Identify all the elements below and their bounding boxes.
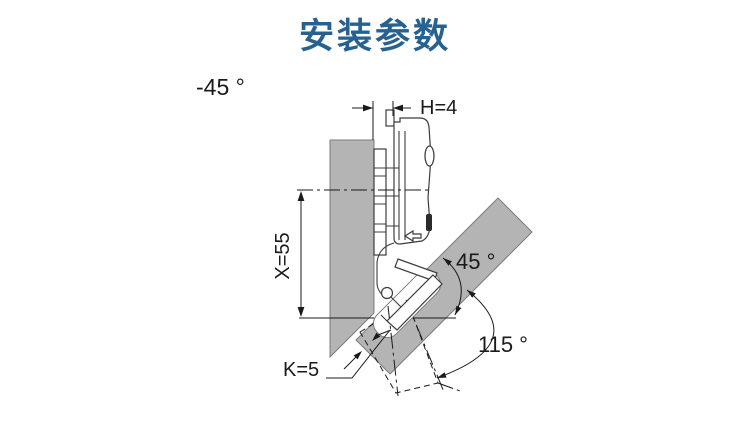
arc-45-arrow-bottom: [455, 305, 462, 315]
angle-45-arc: [442, 257, 462, 316]
angle-115-arc: [436, 289, 495, 379]
arc-115: [436, 289, 495, 379]
dimension-x: [297, 191, 305, 317]
opening-angle-label: 115 °: [478, 332, 528, 357]
arc-115-arrow-top: [467, 290, 476, 298]
k-arrow-inner: [372, 332, 381, 341]
adjustment-screw: [424, 145, 435, 167]
arc-45-arrow-top: [443, 258, 452, 266]
h-arrow-left: [363, 104, 373, 112]
hinge-body-and-cup: [376, 242, 443, 331]
cabinet-side-panel: [329, 139, 375, 359]
x-arrow-top: [297, 191, 305, 201]
arm-slot: [426, 214, 432, 231]
open-centerline-2: [405, 299, 445, 393]
variant-angle-label: -45 °: [196, 74, 245, 100]
h-dimension-label: H=4: [420, 97, 458, 119]
cup-flange: [380, 314, 388, 322]
hinge-cup: [386, 274, 443, 331]
open-centerline-3: [437, 382, 461, 392]
dimension-h: [352, 101, 411, 140]
arm-top-tab: [385, 109, 395, 127]
k-leader-line: [326, 329, 391, 379]
mounting-plate-notches: [374, 167, 386, 233]
dimension-k: [326, 329, 392, 379]
k-arrow-outer: [353, 351, 362, 360]
page-title: 安装参数: [298, 17, 451, 56]
mounting-plate-body: [373, 148, 387, 256]
arm-inner-lines: [386, 131, 406, 240]
x-arrow-bottom: [297, 307, 305, 317]
h-arrow-right: [393, 104, 403, 112]
k-arrow-tails: [343, 329, 392, 370]
hinge-arm: [385, 109, 435, 245]
arc-115-arrow-bottom: [437, 372, 447, 378]
pivot-pin: [380, 286, 394, 300]
k-dimension-label: K=5: [283, 359, 320, 381]
x-dimension-label: X=55: [272, 232, 294, 280]
corner-angle-label: 45 °: [456, 249, 496, 274]
hinge-mounting-plate: [373, 148, 387, 256]
direction-arrow-icon: [403, 229, 422, 243]
